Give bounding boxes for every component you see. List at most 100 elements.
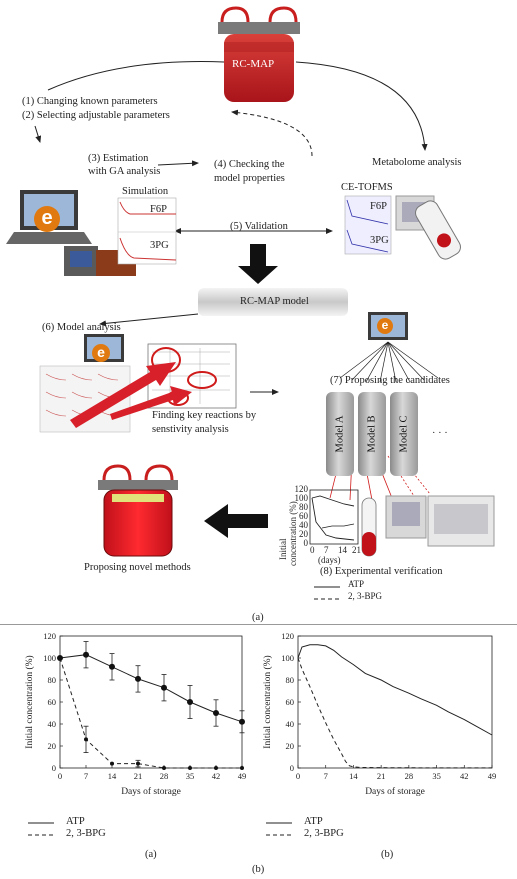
step-1: (1) Changing known parameters [22,96,158,107]
y-tick-label: 40 [48,719,57,729]
plot-frame [297,635,493,769]
x-tick-label: 21 [377,771,386,781]
x-tick-label: 7 [84,771,88,781]
x-tick-label: 35 [432,771,441,781]
experimental-label: (8) Experimental verification [320,566,443,577]
y-axis-label: Initial concentration (%) [262,655,273,748]
x-tick-label: 28 [160,771,169,781]
f6p-ms-label: F6P [370,201,387,212]
ellipsis: · · · [432,428,448,439]
test-tube-icon [361,497,377,557]
legend-bpg-left: 2, 3-BPG [66,828,106,839]
mini-legend-atp: ATP [348,579,365,589]
mini-ytick: 80 [299,502,308,512]
mini-ytick: 0 [303,538,309,548]
y-tick-label: 60 [286,697,295,707]
cetofms-label: CE-TOFMS [341,182,393,193]
x-tick-label: 42 [212,771,221,781]
finding-label-a: Finding key reactions by [152,410,257,421]
data-point [84,737,88,742]
data-point [83,651,89,658]
y-tick-label: 60 [48,697,57,707]
legend-atp-left: ATP [66,816,85,827]
divider [0,624,517,625]
model-b-box: Model B [358,392,386,476]
e-logo-icon: e [34,206,60,232]
series-line [59,657,242,769]
simulation-label: Simulation [122,186,169,197]
data-point [214,766,218,770]
f6p-sim-label: F6P [150,204,167,215]
mini-ylabel-1: Initial [278,538,288,561]
e-logo-icon: e [92,344,110,362]
step-3a: (3) Estimation [88,153,149,164]
y-tick-label: 20 [286,741,295,751]
proposing-candidates-label: (7) Proposing the candidates [330,375,450,386]
e-logo-icon: e [377,318,393,334]
model-c-box: Model C [390,392,418,476]
mini-ytick: 120 [294,484,309,494]
analysis-label: (6) Model analysis [42,322,121,333]
mini-xtick: 21 [352,545,361,555]
validation-label: (5) Validation [230,221,288,232]
y-tick-label: 120 [43,631,56,641]
finding-label-b: senstivity analysis [152,424,229,435]
metabolome-label: Metabolome analysis [372,157,462,168]
step-4b: model properties [214,173,285,184]
model-a-box: Model A [326,392,354,476]
x-tick-label: 49 [488,771,497,781]
step-2: (2) Selecting adjustable parameters [22,110,170,121]
x-tick-label: 28 [405,771,414,781]
y-tick-label: 80 [286,675,295,685]
data-point [110,761,114,766]
data-point [187,699,193,705]
y-axis-label: Initial concentration (%) [24,655,35,748]
y-tick-label: 120 [281,631,294,641]
mini-ytick: 40 [299,520,308,530]
x-tick-label: 14 [108,771,117,781]
data-point [188,766,192,770]
x-tick-label: 0 [58,771,62,781]
data-point [58,656,62,660]
y-tick-label: 100 [43,653,56,663]
mini-xtick: 7 [324,545,329,555]
mini-ytick: 100 [294,493,309,503]
mini-legend-bpg: 2, 3-BPG [348,591,383,601]
bag-label: RC-MAP [232,58,275,70]
blood-bag-novel-icon [98,464,178,557]
y-tick-label: 20 [48,741,57,751]
y-tick-label: 100 [281,653,294,663]
data-point [161,684,167,691]
x-tick-label: 42 [460,771,469,781]
y-tick-label: 80 [48,675,57,685]
x-tick-label: 35 [186,771,195,781]
data-point [135,675,141,682]
series-line [297,657,492,769]
subpanel-b-label: (b) [381,849,394,860]
x-tick-label: 7 [324,771,328,781]
subpanel-a-label: (a) [145,849,157,860]
series-line [59,654,243,723]
mini-xtick: 14 [338,545,347,555]
x-tick-label: 21 [134,771,143,781]
data-point [239,718,245,725]
top-panel-label: (a) [252,612,264,623]
mini-xtick: 0 [310,545,315,555]
mini-xunit: (days) [318,555,341,565]
data-point [136,761,140,766]
computer-icon [6,190,136,276]
pg3-sim-label: 3PG [150,240,169,251]
x-tick-label: 0 [296,771,300,781]
legend-atp-right: ATP [304,816,323,827]
model-label: RC-MAP model [240,296,309,307]
legend-lines-right [266,822,292,836]
data-point [240,766,244,770]
mini-legend-lines [314,586,340,600]
legend-lines-left [28,822,54,836]
mini-ytick: 20 [299,529,308,539]
step-4a: (4) Checking the [214,159,285,170]
y-tick-label: 40 [286,719,295,729]
y-tick-label: 0 [290,763,294,773]
workflow-diagram [6,6,495,557]
